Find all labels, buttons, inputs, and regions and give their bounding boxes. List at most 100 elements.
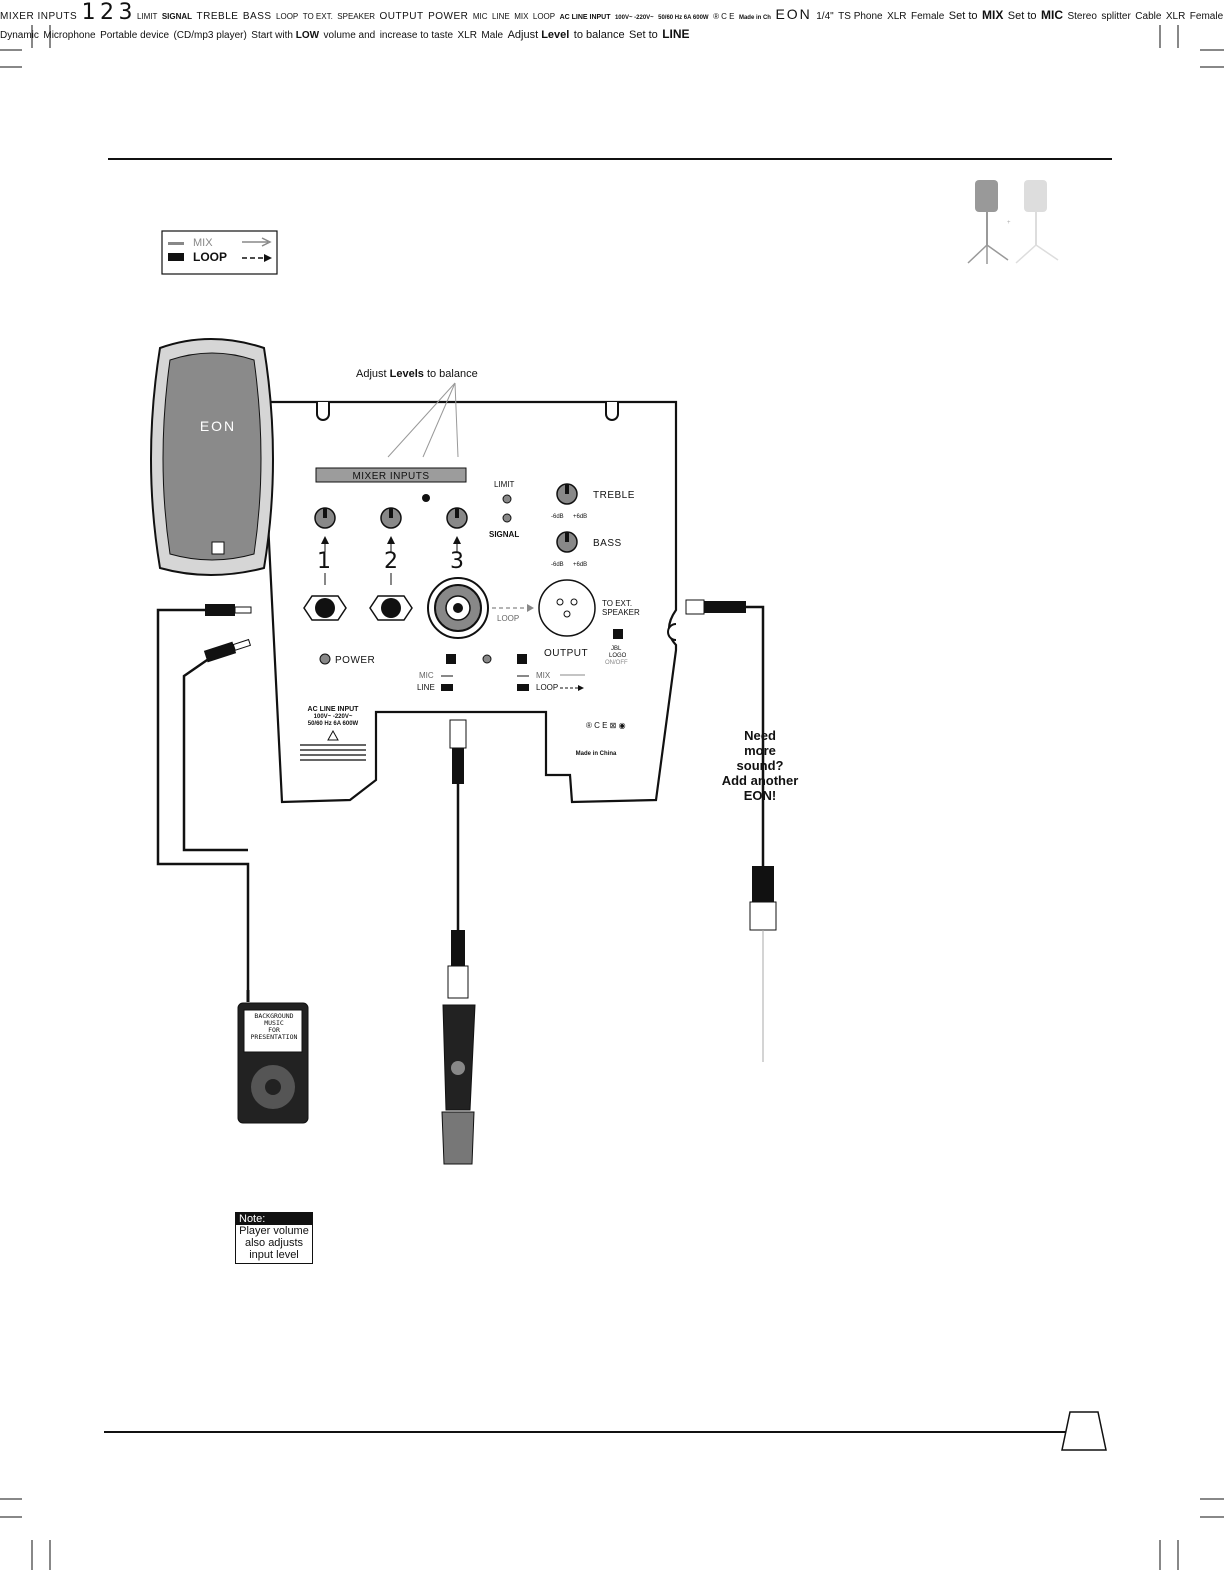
ts-phone-plug-2	[203, 638, 252, 663]
svg-text:® C E ⊠ ◉: ® C E ⊠ ◉	[586, 721, 626, 730]
bottom-mixer-inputs-label: MIXER INPUTS	[0, 11, 78, 22]
top-to-ext-label-2: SPEAKER	[602, 608, 640, 617]
top-mic-label: MIC	[419, 671, 434, 680]
bottom-line-label: LINE	[491, 12, 510, 21]
top-bass-knob	[556, 531, 578, 553]
top-channel-3-label: 3	[450, 549, 464, 574]
portable-player-icon	[237, 990, 309, 1124]
top-bass-label: BASS	[593, 538, 622, 549]
top-jbl-logo-3: ON/OFF	[605, 660, 628, 666]
legend-loop-label: LOOP	[193, 250, 227, 264]
xlr-female-label-1: XLR	[887, 11, 907, 22]
cables	[156, 605, 765, 990]
xlr-male-label-2: Male	[481, 30, 504, 41]
top-input-jack-2	[369, 595, 413, 621]
xlr-female-link-plug	[685, 599, 746, 615]
note-title: Note:	[236, 1213, 312, 1225]
player-caption-4: volume and	[323, 30, 376, 41]
top-mix-switch-label: MIX	[536, 671, 551, 680]
top-jbl-logo-2: LOGO	[609, 653, 627, 659]
player-caption-1: Portable device	[100, 30, 170, 41]
svg-text:50/60 Hz 6A 600W: 50/60 Hz 6A 600W	[308, 721, 359, 727]
page-tab	[1061, 1411, 1107, 1451]
xlr-female-mic-label-1: XLR	[1165, 11, 1186, 22]
stereo-splitter-label-3: Cable	[1135, 11, 1162, 22]
top-limit-label: LIMIT	[494, 480, 515, 489]
top-combo-jack-3	[427, 577, 489, 639]
svg-text:+6dB: +6dB	[573, 562, 587, 568]
bottom-channel-3-label: 3	[118, 0, 133, 25]
xlr-male-mic-plug	[449, 719, 467, 784]
two-speakers-stands-icon: +	[967, 180, 1059, 264]
svg-text:100V~ -220V~: 100V~ -220V~	[314, 714, 353, 720]
adjust-level-label-1: Adjust Level	[507, 29, 570, 41]
set-to-mic-label-1: Set to	[1007, 10, 1037, 22]
top-treble-label: TREBLE	[593, 490, 635, 501]
bottom-channel-2-label: 2	[100, 0, 115, 25]
bottom-speaker: EON	[775, 6, 816, 23]
top-level-knob-2	[380, 507, 402, 529]
bottom-output-label: OUTPUT	[379, 11, 424, 22]
note-line-3: input level	[249, 1249, 299, 1261]
top-signal-label: SIGNAL	[489, 530, 519, 539]
top-power-label: POWER	[335, 655, 375, 666]
top-loop-label: LOOP	[497, 614, 519, 623]
ts-phone-label-2: TS Phone	[838, 11, 883, 22]
xlr-female-label-2: Female	[910, 11, 945, 22]
top-line-label: LINE	[417, 683, 435, 692]
player-caption-2: (CD/mp3 player)	[173, 30, 247, 41]
dynamic-mic-label-1: Dynamic	[0, 30, 39, 41]
bottom-channel-1-label: 1	[81, 0, 96, 25]
xlr-male-label-1: XLR	[457, 30, 477, 41]
top-made-in-label: Made in China	[576, 751, 617, 757]
bottom-to-ext-label-2: SPEAKER	[337, 12, 376, 21]
top-mixer-inputs-label: MIXER INPUTS	[352, 471, 429, 482]
bottom-mix-switch-label: MIX	[514, 12, 529, 21]
bottom-speaker-brand: EON	[775, 6, 812, 22]
player-volume-note: Note: Player volume also adjusts input l…	[235, 1212, 313, 1264]
bottom-loop-switch-label: LOOP	[532, 12, 556, 21]
top-output-label: OUTPUT	[544, 648, 588, 659]
svg-text:+: +	[1007, 220, 1011, 226]
bottom-power-label: POWER	[428, 11, 469, 22]
bottom-to-ext-label-1: TO EXT.	[302, 12, 333, 21]
bottom-treble-label: TREBLE	[196, 11, 239, 22]
set-to-mic-label-2: MIC	[1041, 8, 1063, 22]
note-line-2: also adjusts	[244, 1237, 304, 1249]
svg-text:-6dB: -6dB	[551, 514, 564, 520]
top-channel-2-label: 2	[384, 549, 398, 574]
bottom-bass-label: BASS	[242, 11, 272, 22]
legend-mix-label: MIX	[193, 237, 213, 249]
bottom-signal-label: SIGNAL	[161, 12, 193, 21]
top-treble-knob	[556, 483, 578, 505]
top-xlr-output-jack	[538, 579, 596, 637]
set-to-line-label-2: LINE	[662, 27, 690, 41]
stereo-splitter-label-1: Stereo	[1067, 11, 1097, 22]
ts-phone-label-1: 1/4"	[816, 11, 834, 22]
svg-text:+6dB: +6dB	[573, 514, 587, 520]
bottom-limit-label: LIMIT	[136, 12, 158, 21]
top-loop-switch-label: LOOP	[536, 683, 558, 692]
top-level-knob-3	[446, 507, 468, 529]
stereo-splitter-label-2: splitter	[1101, 11, 1131, 22]
set-to-mix-label-2: MIX	[982, 8, 1004, 22]
set-to-mix-label-1: Set to	[948, 10, 978, 22]
top-channel-1-label: 1	[317, 549, 331, 574]
top-speaker-brand: EON	[200, 418, 236, 434]
top-to-ext-label-1: TO EXT.	[602, 599, 632, 608]
top-ac-line-label: AC LINE INPUT	[308, 706, 360, 713]
crop-marks	[0, 25, 1224, 1570]
svg-text:-6dB: -6dB	[551, 562, 564, 568]
bottom-loop-label: LOOP	[276, 12, 299, 21]
top-speaker: EON	[150, 338, 274, 576]
top-rear-panel: MIXER INPUTS 1 2 3 LIMIT SIGNAL TREBLE B…	[260, 400, 678, 804]
adjust-level-label-2: to balance	[573, 29, 625, 41]
mix-loop-legend: MIX LOOP	[161, 230, 278, 275]
xlr-male-link-plug	[749, 866, 777, 931]
player-caption-5: increase to taste	[379, 30, 454, 41]
bottom-mic-label: MIC	[472, 12, 488, 21]
player-caption-3: Start with LOW	[251, 30, 320, 41]
bottom-made-in-label: Made in Ch	[738, 15, 771, 21]
